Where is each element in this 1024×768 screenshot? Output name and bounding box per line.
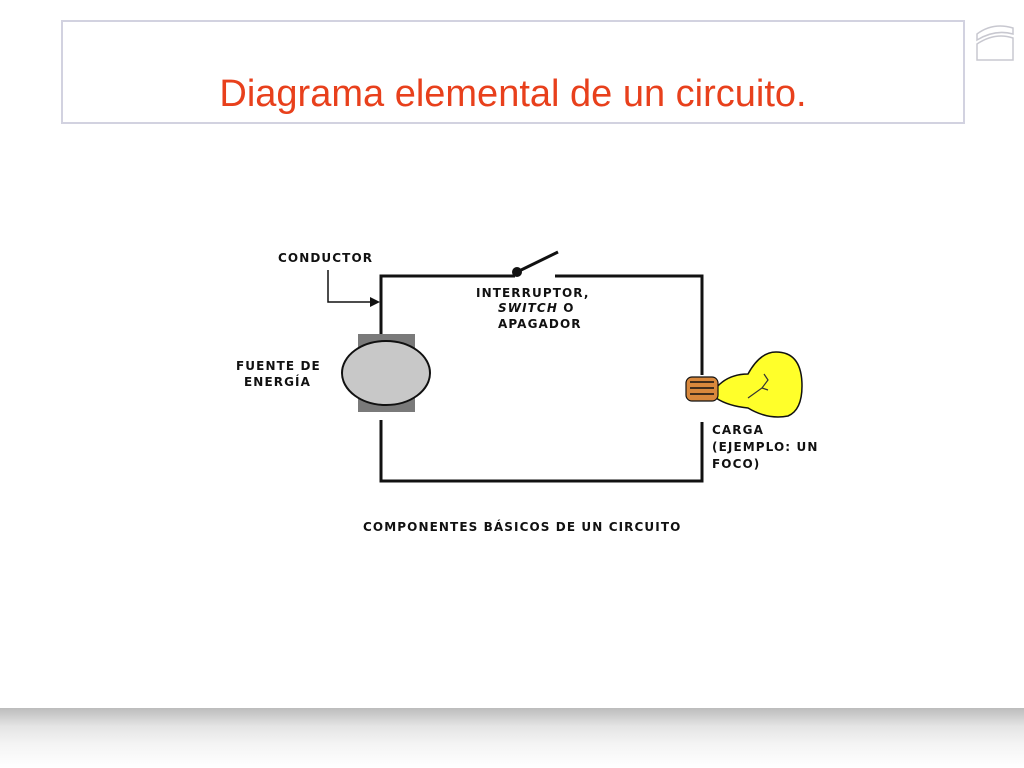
switch-label-line2: SWITCH O: [498, 301, 575, 315]
source-label-line2: ENERGÍA: [244, 374, 311, 389]
wire-top-right: [555, 274, 704, 375]
load-label-line1: CARGA: [712, 423, 764, 437]
source-label-line1: FUENTE DE: [236, 359, 321, 373]
footer-gradient-bar: [0, 708, 1024, 768]
energy-source-symbol: [341, 334, 431, 412]
light-bulb-icon: [685, 351, 803, 418]
conductor-arrow: [327, 270, 380, 307]
circuit-diagram: CONDUCTOR INTERRUPTOR, SWITCH O APAGADOR…: [228, 240, 840, 540]
diagram-caption: COMPONENTES BÁSICOS DE UN CIRCUITO: [363, 519, 681, 534]
switch-label-line3: APAGADOR: [498, 317, 582, 331]
wire-top-left: [379, 274, 515, 334]
switch-symbol: [512, 250, 559, 277]
circuit-svg: CONDUCTOR INTERRUPTOR, SWITCH O APAGADOR…: [236, 250, 818, 534]
switch-label-line1: INTERRUPTOR,: [476, 286, 590, 300]
load-label-line2: (EJEMPLO: UN: [712, 440, 818, 454]
title-frame: Diagrama elemental de un circuito.: [61, 20, 965, 124]
conductor-label: CONDUCTOR: [278, 251, 373, 265]
load-label-line3: FOCO): [712, 457, 760, 471]
circuit-wires: [379, 274, 704, 483]
logo-icon: [975, 20, 1015, 64]
switch-label-italic: SWITCH: [498, 301, 558, 315]
slide-title: Diagrama elemental de un circuito.: [219, 73, 807, 115]
switch-label-o: O: [558, 301, 575, 315]
wire-bottom: [379, 420, 704, 483]
